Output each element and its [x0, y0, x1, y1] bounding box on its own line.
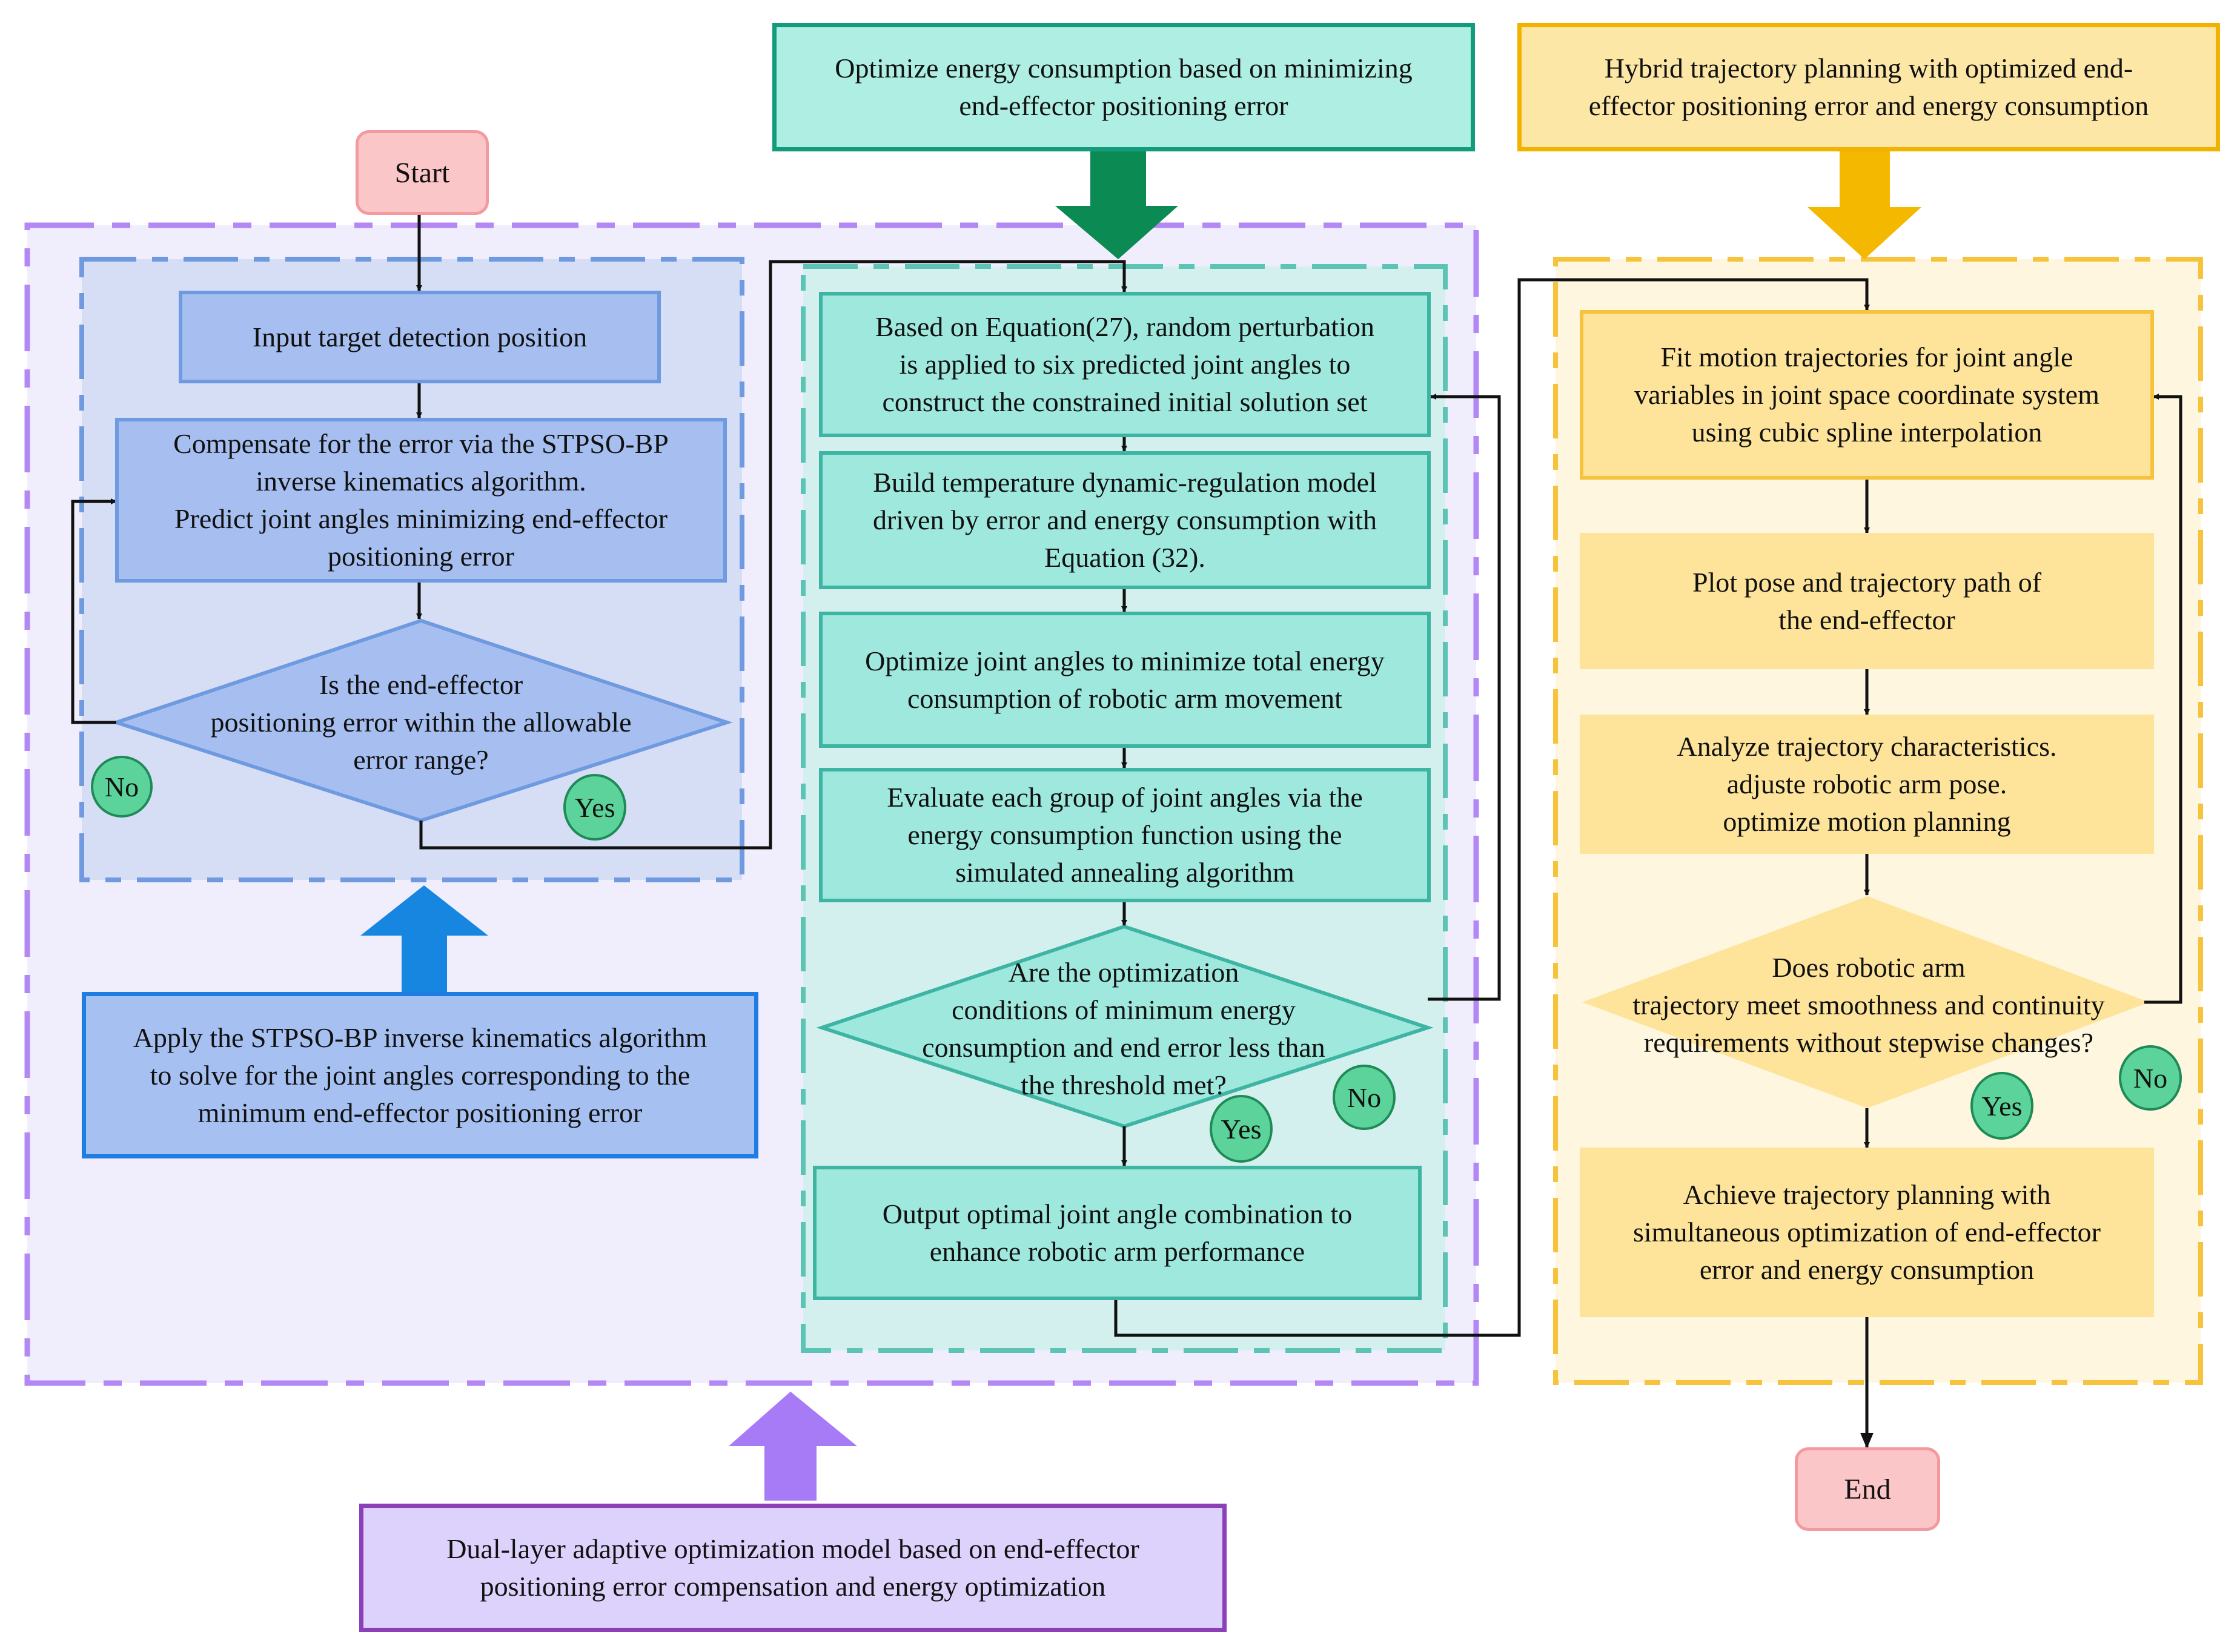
blue-yes-to-teal-arrow [419, 260, 1127, 850]
end-label: End [1844, 1473, 1891, 1505]
compensate-error-text: Compensate for the error via the STPSO-B… [173, 428, 669, 572]
teal-step4-text: Evaluate each group of joint angles via … [887, 782, 1363, 888]
green-down-arrow [1055, 150, 1178, 259]
yellow-final-text: Achieve trajectory planning with simulta… [1633, 1179, 2101, 1285]
yellow-yes-label: Yes [1981, 1090, 2023, 1122]
teal-step3-box: Optimize joint angles to minimize total … [819, 612, 1431, 748]
teal-step3-text: Optimize joint angles to minimize total … [865, 645, 1385, 714]
start-label: Start [394, 156, 450, 189]
teal-yes-badge: Yes [1210, 1095, 1273, 1163]
yellow-no-loop-arrow [2144, 394, 2182, 1004]
blue-no-label: No [104, 771, 139, 802]
yellow-decision-shape [1582, 896, 2149, 1108]
teal-yes-label: Yes [1221, 1113, 1262, 1145]
teal-header-box: Optimize energy consumption based on min… [772, 23, 1475, 151]
yellow-step2-text: Plot pose and trajectory path of the end… [1692, 566, 2042, 635]
blue-header-box: Apply the STPSO-BP inverse kinematics al… [82, 992, 758, 1158]
blue-decision-text: Is the end-effector positioning error wi… [210, 669, 632, 775]
purple-up-arrow [729, 1392, 857, 1501]
teal-no-badge: No [1333, 1065, 1396, 1130]
teal-header-text: Optimize energy consumption based on min… [835, 53, 1413, 121]
teal-step1-text: Based on Equation(27), random perturbati… [875, 311, 1374, 417]
input-target-box: Input target detection position [179, 291, 661, 383]
compensate-error-box: Compensate for the error via the STPSO-B… [115, 418, 727, 583]
teal-step2-box: Build temperature dynamic-regulation mod… [819, 451, 1431, 589]
yellow-header-box: Hybrid trajectory planning with optimize… [1517, 23, 2220, 151]
start-terminal: Start [356, 130, 489, 215]
yellow-yes-badge: Yes [1970, 1072, 2033, 1140]
yellow-header-text: Hybrid trajectory planning with optimize… [1588, 53, 2149, 121]
blue-no-badge: No [91, 756, 153, 818]
teal-no-label: No [1347, 1082, 1382, 1113]
purple-header-text: Dual-layer adaptive optimization model b… [446, 1533, 1139, 1602]
input-target-text: Input target detection position [252, 321, 588, 352]
yellow-step3-box: Analyze trajectory characteristics. adju… [1580, 715, 2154, 854]
teal-step1-box: Based on Equation(27), random perturbati… [819, 292, 1431, 437]
yellow-no-badge: No [2119, 1045, 2182, 1111]
yellow-decision-text: Does robotic arm trajectory meet smoothn… [1632, 952, 2105, 1058]
teal-output-to-yellow-arrow [1114, 278, 1870, 1337]
yellow-step2-box: Plot pose and trajectory path of the end… [1580, 533, 2154, 669]
teal-step2-text: Build temperature dynamic-regulation mod… [872, 467, 1377, 573]
blue-no-loop-arrow [71, 498, 117, 724]
yellow-step3-text: Analyze trajectory characteristics. adju… [1677, 731, 2057, 837]
blue-yes-label: Yes [574, 791, 615, 823]
yellow-step1-box: Fit motion trajectories for joint angle … [1580, 310, 2154, 480]
yellow-no-label: No [2133, 1062, 2168, 1094]
yellow-step1-text: Fit motion trajectories for joint angle … [1634, 342, 2099, 448]
yellow-down-arrow [1808, 150, 1921, 259]
blue-header-text: Apply the STPSO-BP inverse kinematics al… [133, 1022, 707, 1128]
teal-decision-text: Are the optimization conditions of minim… [922, 957, 1325, 1100]
blue-yes-badge: Yes [563, 774, 626, 841]
purple-header-box: Dual-layer adaptive optimization model b… [359, 1504, 1227, 1632]
end-terminal: End [1795, 1447, 1940, 1531]
teal-step4-box: Evaluate each group of joint angles via … [819, 768, 1431, 902]
yellow-final-box: Achieve trajectory planning with simulta… [1580, 1148, 2154, 1317]
teal-output-text: Output optimal joint angle combination t… [882, 1198, 1353, 1267]
teal-output-box: Output optimal joint angle combination t… [813, 1166, 1422, 1300]
teal-no-loop-arrow [1428, 394, 1501, 1001]
blue-up-arrow [360, 885, 488, 994]
